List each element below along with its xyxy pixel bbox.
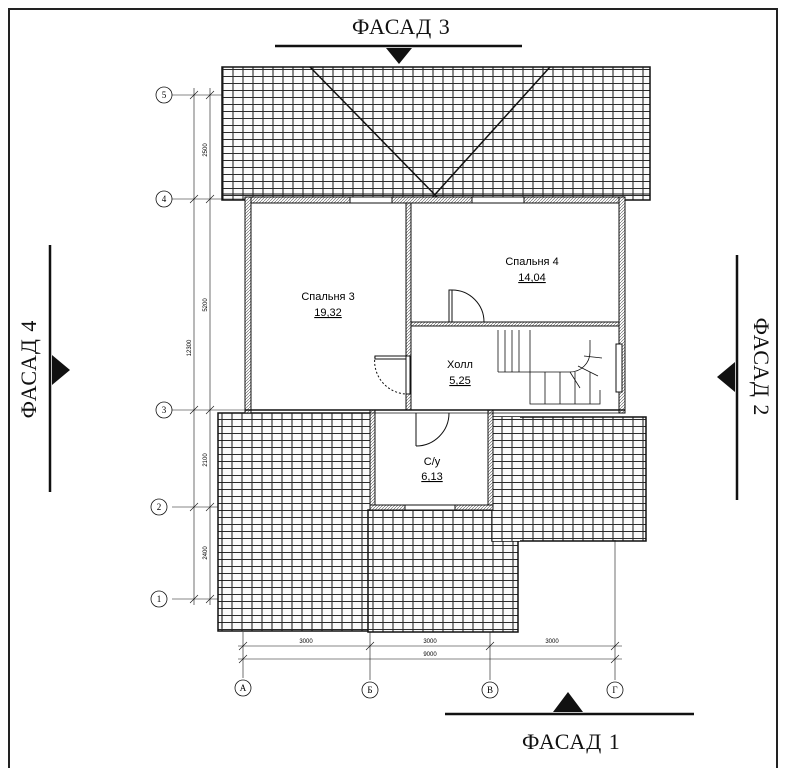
exterior-walls (244, 196, 626, 414)
room-name: Спальня 4 (505, 256, 558, 268)
room-name: Холл (447, 359, 473, 371)
facade-bottom-marker (445, 692, 694, 716)
room-name: С/у (424, 456, 441, 468)
room-area: 6,13 (421, 471, 442, 483)
door-bathroom (415, 412, 450, 447)
staircase (497, 330, 603, 405)
room-area: 5,25 (449, 375, 470, 387)
row-axis-markers (150, 86, 173, 608)
facade-bottom-label: ФАСАД 1 (522, 729, 621, 754)
window-right (615, 343, 623, 393)
room-bathroom: С/у 6,13 (421, 456, 442, 483)
axis-row-label: 3 (162, 405, 167, 415)
dim-label: 9000 (423, 652, 437, 658)
room-bedroom3: Спальня 3 19,32 (301, 291, 354, 319)
axis-column-label: А (240, 683, 247, 693)
axis-row-label: 2 (157, 502, 162, 512)
vertical-dimensions (189, 88, 215, 605)
facade-top-marker (275, 44, 522, 64)
facade-right-marker (717, 255, 739, 500)
room-area: 19,32 (314, 307, 342, 319)
facade-left-marker (48, 245, 70, 492)
horizontal-dimensions (238, 641, 622, 664)
upper-roof (221, 66, 651, 201)
dim-label: 3000 (423, 639, 437, 645)
dim-label: 2100 (203, 453, 209, 467)
column-axis-markers (234, 679, 624, 699)
door-bedroom3 (374, 355, 411, 395)
lower-right-roof (491, 416, 647, 542)
room-area: 14,04 (518, 272, 546, 284)
axis-column-label: В (487, 685, 493, 695)
room-hall: Холл 5,25 (447, 359, 473, 387)
dim-label: 2500 (203, 143, 209, 157)
axis-column-label: Г (612, 685, 617, 695)
axis-row-label: 1 (157, 594, 162, 604)
facade-top-label: ФАСАД 3 (352, 14, 451, 39)
dim-label: 12300 (187, 339, 193, 356)
lower-left-roof (217, 412, 519, 633)
axis-column-label: Б (367, 685, 372, 695)
window-bathroom (404, 504, 456, 511)
room-bedroom4: Спальня 4 14,04 (505, 256, 558, 284)
dim-label: 3000 (545, 639, 559, 645)
axis-row-label: 5 (162, 90, 167, 100)
axis-row-label: 4 (162, 194, 167, 204)
dim-label: 2400 (203, 546, 209, 560)
top-windows (349, 196, 525, 204)
dim-label: 3000 (299, 639, 313, 645)
drawing-frame (8, 8, 778, 768)
room-name: Спальня 3 (301, 291, 354, 303)
door-bedroom4 (448, 289, 485, 323)
dim-label: 5200 (203, 298, 209, 312)
